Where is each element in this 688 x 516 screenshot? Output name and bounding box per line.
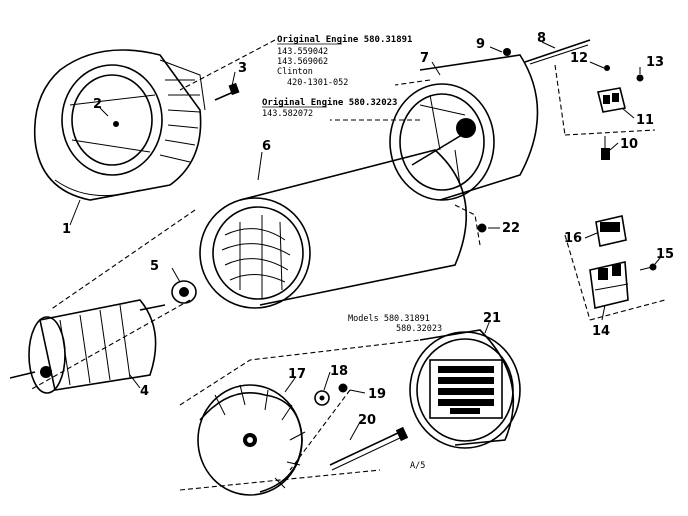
fan [197, 384, 306, 496]
assembly-guide-lines [29, 39, 666, 491]
callout-13: 13 [646, 55, 664, 70]
grommet-part-22 [477, 223, 487, 233]
callout-22: 22 [502, 221, 520, 236]
callout-11: 11 [636, 113, 654, 128]
stator-frame [199, 149, 467, 309]
callout-12: 12 [570, 51, 588, 66]
callout-5: 5 [150, 259, 159, 274]
callout-16: 16 [564, 231, 582, 246]
callout-1: 1 [62, 222, 71, 237]
nut-part-19 [338, 383, 348, 393]
models-note: Models 580.31891 580.32023 [348, 314, 442, 334]
callout-6: 6 [262, 139, 271, 154]
callout-7: 7 [420, 51, 429, 66]
capacitor-part-10 [601, 136, 610, 160]
switch-block-part-11 [597, 87, 626, 113]
callout-10: 10 [620, 137, 638, 152]
engine-notes: Original Engine 580.31891 143.559042 143… [262, 34, 412, 119]
page-reference: A/5 [410, 461, 425, 471]
nut-part-9 [503, 48, 511, 56]
armature [9, 299, 166, 394]
callout-4: 4 [140, 384, 149, 399]
cover-block-part-16 [595, 215, 627, 247]
callout-2: 2 [93, 97, 102, 112]
models-line-2: 580.32023 [396, 324, 442, 334]
callout-8: 8 [537, 31, 546, 46]
models-label: Models 580.31891 [348, 314, 430, 324]
through-bolt-part-8 [524, 39, 591, 65]
callout-18: 18 [330, 364, 348, 379]
callout-21: 21 [483, 311, 501, 326]
callout-15: 15 [656, 247, 674, 262]
callout-20: 20 [358, 413, 376, 428]
screw-part-15 [639, 263, 657, 271]
bolt-part-3 [214, 82, 240, 101]
screw-part-12 [604, 65, 610, 71]
leader-lines [69, 41, 661, 441]
switch-base-part-14 [589, 261, 629, 309]
engine1-line-1: 143.559042 [277, 47, 328, 57]
engine1-heading: Original Engine 580.31891 [277, 34, 412, 45]
washer-part-18 [314, 390, 330, 406]
end-frame [389, 54, 539, 201]
callout-17: 17 [288, 367, 306, 382]
engine1-line-3: Clinton [277, 67, 313, 77]
engine1-line-4: 420-1301-052 [287, 78, 348, 88]
screw-part-13 [636, 74, 644, 82]
long-bolt-part-20 [329, 426, 409, 471]
callout-9: 9 [476, 37, 485, 52]
engine2-line: 143.582072 [262, 109, 313, 119]
callout-14: 14 [592, 324, 610, 339]
callout-19: 19 [368, 387, 386, 402]
callout-numbers: 1 2 3 4 5 6 7 8 9 10 11 12 13 14 15 16 1… [62, 31, 674, 428]
engine2-heading: Original Engine 580.32023 [262, 97, 397, 108]
end-bell-housing [33, 49, 206, 201]
end-cover-part-21 [409, 329, 521, 449]
engine1-line-2: 143.569062 [277, 57, 328, 67]
bearing [171, 280, 197, 304]
callout-3: 3 [238, 61, 247, 76]
